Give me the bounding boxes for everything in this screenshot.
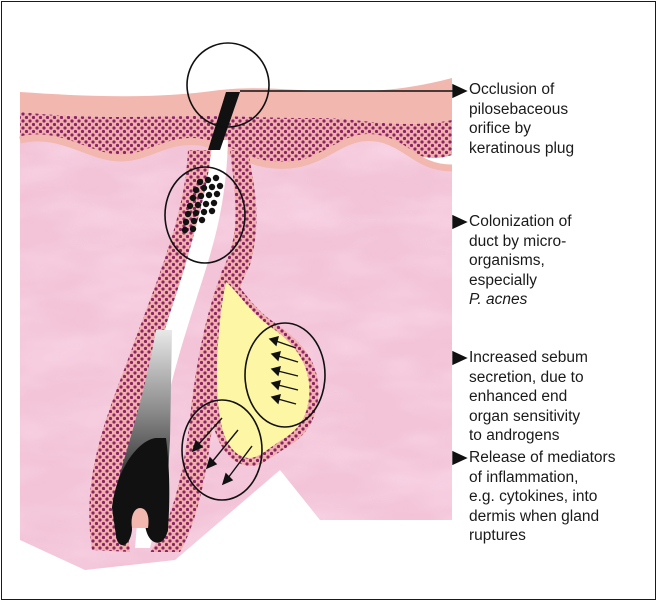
callout-line: to androgens [469,426,588,446]
callout-line: secretion, due to [469,368,588,388]
callout-mediators: Release of mediators of inflammation, e.… [469,448,615,546]
callout-line: e.g. cytokines, into [469,487,615,507]
organism-name: P. acnes [469,290,572,310]
callout-line: enhanced end [469,387,588,407]
callout-line: duct by micro- [469,232,572,252]
callout-line: Increased sebum [469,348,588,368]
callout-colonization: Colonization of duct by micro- organisms… [469,212,572,310]
callout-line: keratinous plug [469,139,574,159]
callout-line: of inflammation, [469,468,615,488]
callout-line: Colonization of [469,212,572,232]
mediators-arrowhead [453,452,466,464]
occlusion-arrowhead [453,85,466,97]
callout-line: orifice by [469,119,574,139]
callout-line: organ sensitivity [469,407,588,427]
callout-line: dermis when gland [469,507,615,527]
callout-line: especially [469,271,572,291]
callout-line: Occlusion of [469,80,574,100]
callout-sebum: Increased sebum secretion, due to enhanc… [469,348,588,446]
callout-line: ruptures [469,526,615,546]
callout-line: pilosebaceous [469,100,574,120]
callout-line: organisms, [469,251,572,271]
colonization-arrowhead [453,216,466,228]
sebum-arrowhead [453,352,466,364]
callout-occlusion: Occlusion of pilosebaceous orifice by ke… [469,80,574,158]
callout-line: Release of mediators [469,448,615,468]
